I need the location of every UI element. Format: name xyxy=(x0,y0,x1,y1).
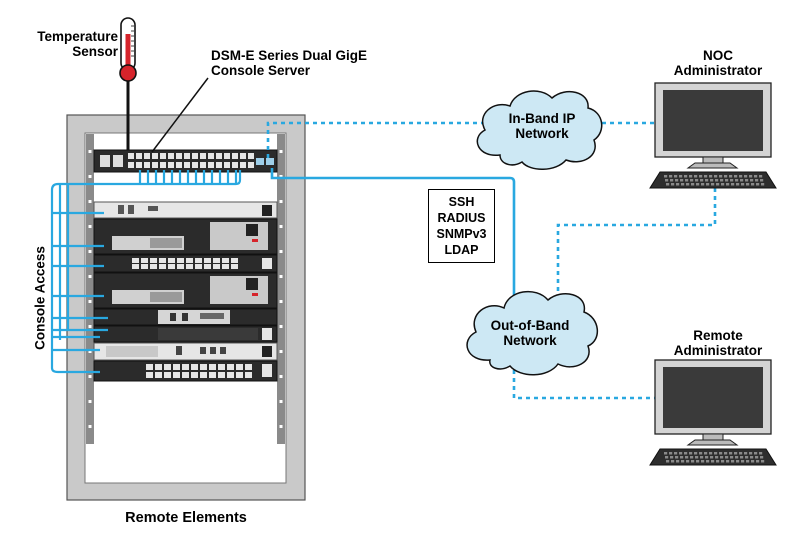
noc-computer-icon xyxy=(649,82,777,189)
remote-computer-icon xyxy=(649,359,777,466)
in-band-network-label: In-Band IP Network xyxy=(508,111,576,141)
protocols-box: SSH RADIUS SNMPv3 LDAP xyxy=(428,189,495,263)
protocol-radius: RADIUS xyxy=(437,210,486,225)
console-server-pointer xyxy=(151,77,209,153)
protocol-ssh: SSH xyxy=(448,194,475,209)
console-server-label: DSM-E Series Dual GigE Console Server xyxy=(211,48,368,78)
out-of-band-cloud xyxy=(466,290,598,376)
remote-administrator-label: Remote Administrator xyxy=(673,328,763,358)
rack-devices xyxy=(93,201,278,382)
protocol-ldap: LDAP xyxy=(444,242,479,257)
in-band-cloud xyxy=(476,90,603,170)
temperature-sensor-label: Temperature Sensor xyxy=(37,29,118,59)
console-cables xyxy=(50,170,242,374)
thermometer-icon xyxy=(119,17,137,150)
network-links xyxy=(266,121,717,400)
console-access-label: Console Access xyxy=(32,246,48,350)
out-of-band-network-label: Out-of-Band Network xyxy=(490,318,570,348)
remote-elements-label: Remote Elements xyxy=(125,510,247,526)
protocol-snmpv3: SNMPv3 xyxy=(436,226,487,241)
console-server-unit xyxy=(93,149,278,173)
noc-administrator-label: NOC Administrator xyxy=(673,48,763,78)
